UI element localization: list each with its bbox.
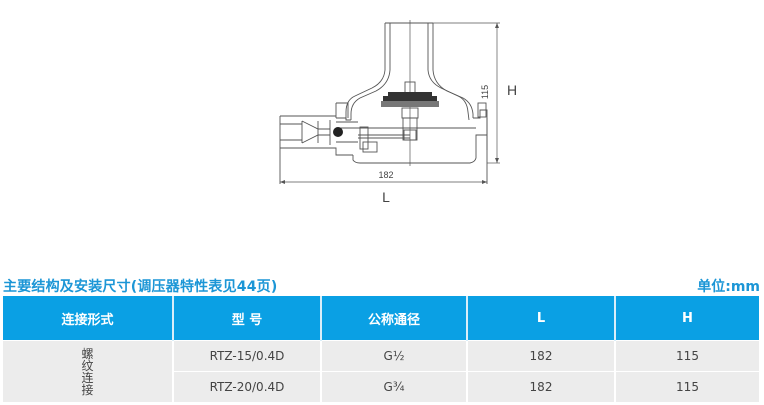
length-cell: 182 [466, 340, 616, 372]
nominal-diameter-cell: G½ [320, 340, 468, 372]
header-length: L [466, 296, 616, 341]
spec-table: 连接形式 型 号 公称通径 L H 螺 纹 连 接 RTZ-15/0.4D G½… [3, 296, 759, 402]
table-row: RTZ-20/0.4D G¾ 182 115 [3, 371, 759, 402]
height-cell: 115 [614, 340, 759, 372]
height-cell: 115 [614, 371, 759, 402]
model-cell: RTZ-15/0.4D [172, 340, 322, 372]
connection-type-char: 连 [81, 370, 94, 385]
connection-type-cell: 螺 纹 连 接 [3, 340, 174, 402]
length-dimension-label: L [382, 189, 390, 205]
header-connection-type: 连接形式 [3, 296, 174, 341]
connection-type-char: 螺 [81, 346, 94, 361]
length-cell: 182 [466, 371, 616, 402]
header-nominal-diameter: 公称通径 [320, 296, 468, 341]
connection-type-char: 接 [81, 382, 94, 397]
table-header-row: 连接形式 型 号 公称通径 L H [3, 296, 759, 341]
section-title: 主要结构及安装尺寸(调压器特性表见44页) [3, 279, 278, 295]
length-dimension-value: 182 [378, 170, 393, 180]
regulator-technical-drawing: 115 H 182 L [279, 20, 517, 205]
connection-type-char: 纹 [81, 358, 94, 373]
height-dimension-label: H [507, 82, 517, 98]
model-cell: RTZ-20/0.4D [173, 371, 322, 402]
header-height: H [614, 296, 759, 341]
unit-label: 单位:mm [697, 279, 760, 295]
header-model: 型 号 [172, 296, 322, 341]
nominal-diameter-cell: G¾ [320, 371, 468, 402]
table-row: 螺 纹 连 接 RTZ-15/0.4D G½ 182 115 [3, 340, 759, 402]
height-dimension-value: 115 [480, 85, 490, 99]
